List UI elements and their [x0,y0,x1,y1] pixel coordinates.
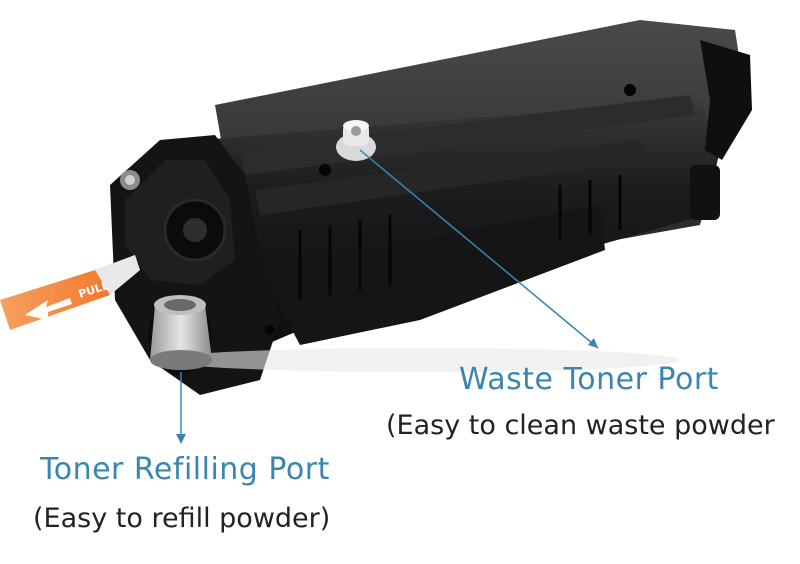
waste-port-description: (Easy to clean waste powder [386,410,775,441]
refill-port-description: (Easy to refill powder) [33,503,331,534]
toner-refill-port [148,295,212,375]
waste-toner-port [336,120,376,161]
waste-callout-arrow-icon [588,338,598,348]
refill-callout-arrow-icon [176,434,186,444]
refill-port-title: Toner Refilling Port [40,452,330,487]
callout-lines [176,149,599,444]
pull-tab[interactable]: PULL [0,255,140,330]
waste-callout-line [359,149,599,349]
waste-port-title: Waste Toner Port [459,362,719,397]
